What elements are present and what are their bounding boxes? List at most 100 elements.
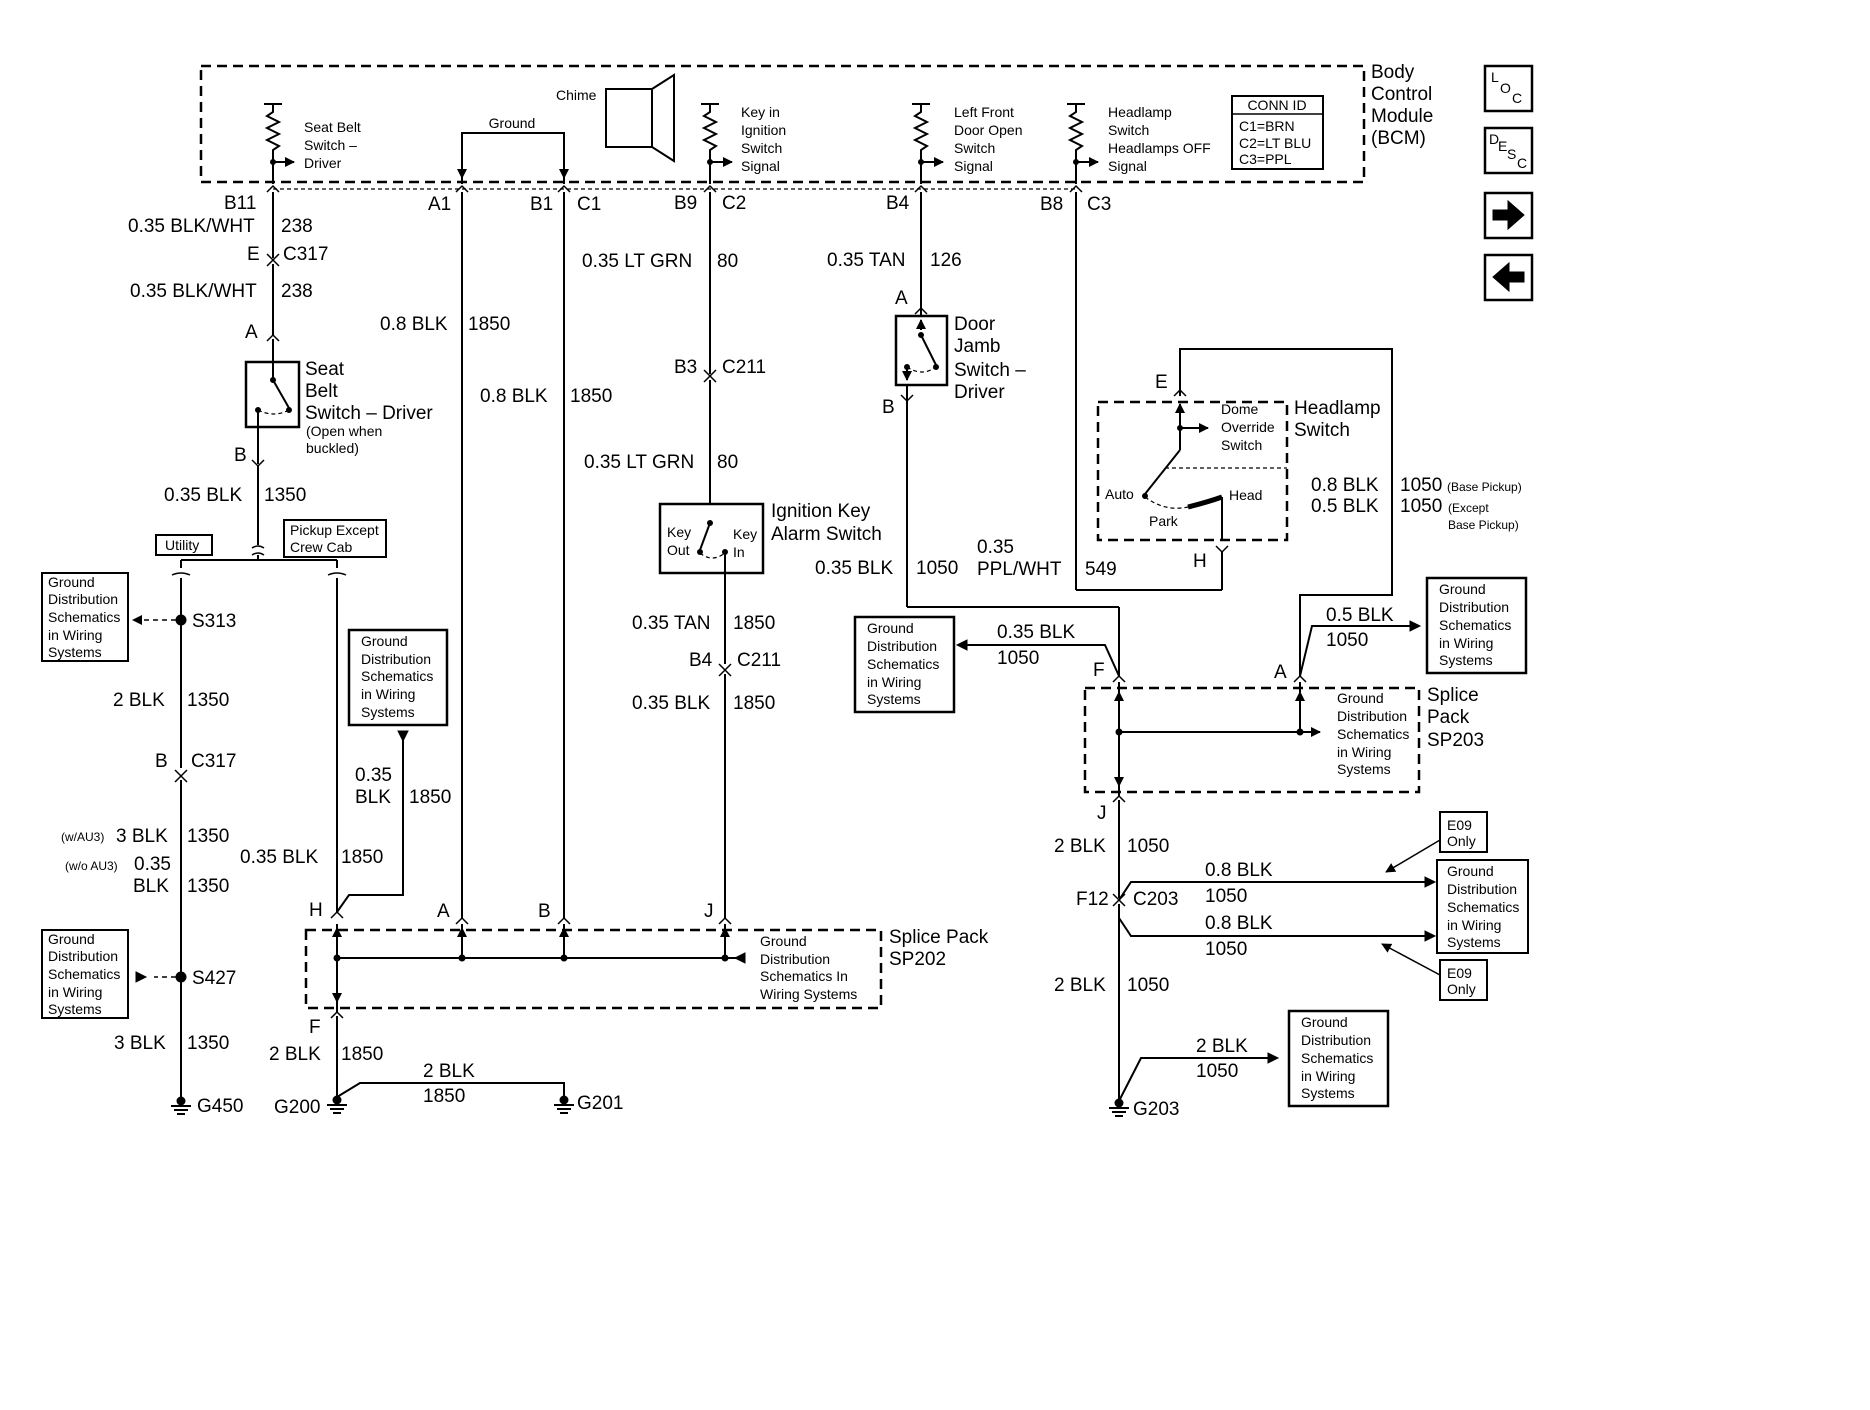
circuit-1850-h: 0.35 BLK 1850 0.35 BLK 1850 H [240,578,451,921]
svg-text:E09 Only: E09 Only [1447,817,1476,849]
svg-text:Ground Distribution: Ground Distribution Schematics in Wiring… [1301,1014,1377,1101]
pin-b9: B9 [674,193,697,214]
sp202-ground-dist-note: Ground Distribution Schematics In Wiring… [760,933,857,1002]
circuit-1850-a1: 0.8 BLK 1850 A [380,192,510,925]
bcm-title-line: Control [1371,84,1432,105]
wire-circuit: 1850 [423,1086,465,1107]
connector-c211: C211 [722,357,766,378]
svg-text:Key Out Key: Key Out Key In [667,524,761,560]
svg-text:Ground Distribution: Ground Distribution Schematics in Wiring… [361,633,437,720]
pin-e: E [247,244,260,265]
wire-circuit: 1050 [1205,886,1247,907]
ground-label: G200 [274,1097,320,1118]
wire-size: 2 BLK [1054,975,1106,996]
ground-dist-box-g203: Ground Distribution Schematics in Wiring… [1287,1009,1390,1108]
wire-circuit: 1050 [1400,496,1442,517]
wire-circuit: 80 [717,452,738,473]
svg-text:Ground Distribution: Ground Distribution Schematics in Wiring… [867,620,943,707]
next-button[interactable] [1483,191,1534,240]
circuit-80: 0.35 LT GRN 80 B3 C211 0.35 LT GRN 80 [582,192,766,520]
pin-b: B [155,751,168,772]
svg-text:E: E [1498,138,1507,154]
circuit-1050-g203: 2 BLK 1050 F12 C203 0.8 BLK 1050 0.8 BLK… [1054,800,1437,1120]
pin-b4: B4 [689,650,713,671]
pin-e: E [1155,372,1168,393]
ground-g203-icon [1109,1098,1129,1117]
wire-circuit: 1050 [916,558,958,579]
option-note: (w/o AU3) [65,859,118,873]
pin-b4: B4 [886,193,910,214]
headlamp-signal-resistor: Headlamp Switch Headlamps OFF Signal [1067,103,1215,184]
pin-f12: F12 [1076,889,1109,910]
circuit-238: 0.35 BLK/WHT 238 E C317 0.35 BLK/WHT 238… [128,192,328,378]
seatbelt-switch: Seat Belt Switch – Driver (Open when buc… [234,359,433,468]
wire-size: 0.35 LT GRN [584,452,694,473]
splice-pack-sp202: Ground Distribution Schematics In Wiring… [304,924,989,1012]
prev-button[interactable] [1483,253,1534,302]
circuit-1850-c1: 0.8 BLK 1850 B [480,192,612,925]
desc-button[interactable]: D E S C [1483,126,1534,175]
ground-label: G203 [1133,1099,1179,1120]
circuit-1850-j: 0.35 TAN 1850 B4 C211 0.35 BLK 1850 J [632,573,781,925]
conn-id-c3: C3=PPL [1239,151,1292,167]
wire-size: BLK [133,876,169,897]
sp203-ground-dist-note: Ground Distribution Schematics in Wiring… [1337,690,1413,777]
wire-circuit: 1850 [468,314,510,335]
pin-b11: B11 [224,193,256,214]
headlamp-switch: E Dome Override Switch Auto Park Head He… [1096,348,1393,676]
headlamp-signal-label: Headlamp Switch Headlamps OFF Signal [1108,104,1215,174]
pin-j: J [1097,803,1107,824]
wire-size: 0.5 BLK [1311,496,1379,517]
conn-id-title: CONN ID [1247,97,1306,113]
ground-g200-icon [327,1095,347,1114]
splice-s427 [175,971,187,983]
ground-dist-box-s313: Ground Distribution Schematics in Wiring… [41,572,129,662]
bcm-ground-label: Ground [489,115,536,131]
bcm-title-line: Module [1371,106,1433,127]
bcm-title-line: (BCM) [1371,128,1426,149]
pin-f: F [1093,660,1105,681]
ground-dist-box-sp203-left: Ground Distribution Schematics in Wiring… [853,615,956,714]
conn-id-box: CONN ID C1=BRN C2=LT BLU C3=PPL [1231,95,1324,170]
pin-b3: B3 [674,357,697,378]
ground-dist-box-s427: Ground Distribution Schematics in Wiring… [41,929,129,1019]
loc-button[interactable]: L O C [1483,64,1534,113]
wire-size: 0.35 BLK [240,847,318,868]
circuit-1050-headlamp: 0.8 BLK 1050 (Base Pickup) 0.5 BLK 1050 … [1311,475,1522,532]
door-jamb-switch: Door Jamb Switch – Driver B [882,314,1031,418]
wire-circuit: 238 [281,216,313,237]
pin-a: A [437,901,450,922]
wire-size: 2 BLK [113,690,165,711]
wire-circuit: 1850 [341,847,383,868]
wire-circuit: 1350 [187,826,229,847]
circuit-1350: 0.35 BLK 1350 Utility Pickup Except Crew… [61,466,387,1117]
connector-c317: C317 [191,751,236,772]
wire-size: 0.35 LT GRN [582,251,692,272]
e09-tag-bottom: E09 Only [1381,943,1488,1001]
door-jamb-label: Door Jamb Switch – Driver [954,314,1031,403]
wire-circuit: 1050 [1400,475,1442,496]
wire-size: PPL/WHT [977,559,1062,580]
wiring-diagram: Body Control Module (BCM) CONN ID C1=BRN… [41,62,1534,1120]
wire-circuit: 1850 [733,693,775,714]
wire-size: 2 BLK [1196,1036,1248,1057]
wire-size: 2 BLK [423,1061,475,1082]
wire-size: 0.35 [355,765,392,786]
pin-a: A [1274,662,1287,683]
splice-label: S427 [192,968,236,989]
bcm-pin-chevrons [266,184,1083,193]
pin-a1: A1 [428,194,451,215]
wire-size: 0.35 BLK [997,622,1075,643]
utility-tag: Utility [155,534,213,556]
seatbelt-switch-note: (Open when buckled) [306,423,386,456]
key-signal-label: Key in Ignition Switch Signal [741,104,790,174]
ground-g450-icon [171,1096,191,1115]
splice-pack-sp203: F A Ground Distribution Schematics in Wi… [1083,660,1484,824]
wire-circuit: 1050 [1127,836,1169,857]
headlamp-switch-label: Headlamp Switch [1294,398,1386,441]
wire-size: 0.5 BLK [1326,605,1394,626]
circuit-1050-gd-left: 0.35 BLK 1050 [955,622,1120,677]
wire-circuit: 1050 [1326,630,1368,651]
arrow-left-icon [1492,261,1525,293]
splice-s313 [175,614,187,626]
